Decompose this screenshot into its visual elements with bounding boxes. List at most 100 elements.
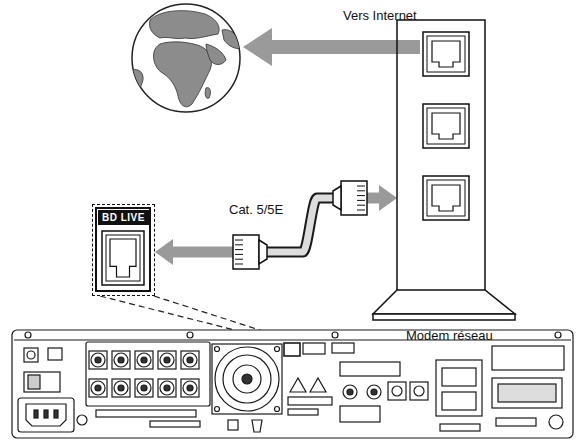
- receiver-back-panel-part: [233, 365, 261, 393]
- continents-part: [222, 30, 241, 49]
- receiver-back-panel-part: [25, 332, 31, 338]
- receiver-back-panel-part: [442, 392, 476, 410]
- receiver-back-panel-part: [555, 332, 561, 338]
- rj45-socket: [102, 231, 144, 285]
- receiver-back-panel-part: [275, 407, 280, 412]
- receiver-back-panel-part: [367, 385, 381, 399]
- plug-contact: [357, 190, 365, 191]
- rj45-plug: [341, 181, 367, 215]
- receiver-back-panel-part: [242, 374, 252, 384]
- receiver-back-panel-part: [340, 406, 380, 422]
- receiver-back-panel-part: [332, 332, 338, 338]
- modem-port-frame: [423, 176, 469, 220]
- network-port-box: BD LIVE: [92, 204, 155, 296]
- receiver-back-panel-part: [275, 347, 280, 352]
- plug-contact: [357, 210, 365, 211]
- plug-contact: [357, 195, 365, 196]
- modem-foot: [373, 314, 515, 320]
- receiver-back-panel-part: [183, 353, 197, 367]
- receiver-back-panel-part: [77, 415, 87, 425]
- modem-port-opening: [432, 113, 460, 139]
- receiver-back-panel-part: [252, 420, 262, 432]
- receiver-back-panel-part: [183, 381, 197, 395]
- receiver-back-panel-part: [89, 351, 107, 369]
- receiver-back-panel-part: [228, 420, 238, 430]
- plug-contact: [235, 254, 243, 255]
- receiver-back-panel-part: [137, 353, 151, 367]
- receiver-back-panel-part: [343, 385, 357, 399]
- continents-part: [206, 44, 226, 65]
- receiver-back-panel-part: [27, 351, 35, 359]
- receiver-back-panel-part: [112, 379, 130, 397]
- network-cable: [173, 181, 379, 269]
- modem-port: [423, 104, 469, 148]
- receiver-back-panel-part: [549, 415, 563, 429]
- receiver-back-panel-part: [496, 418, 536, 426]
- receiver-back-panel-part: [114, 353, 128, 367]
- receiver-back-panel-part: [89, 379, 107, 397]
- receiver-back-panel-part: [492, 346, 564, 370]
- continents-part: [205, 88, 210, 99]
- receiver-back-panel-part: [91, 353, 105, 367]
- connector-arrow: [367, 193, 379, 204]
- receiver-back-panel-part: [48, 348, 62, 360]
- plug-contact: [235, 264, 243, 265]
- continents: [131, 11, 241, 107]
- modem-port-frame: [423, 104, 469, 148]
- receiver-back-panel-part: [24, 372, 60, 392]
- receiver-back-panel-part: [44, 410, 48, 418]
- receiver-back-panel-part: [160, 381, 174, 395]
- continents-part: [131, 69, 143, 100]
- rj45-opening: [110, 239, 136, 277]
- receiver-back-panel-part: [440, 424, 480, 431]
- continents-part: [153, 42, 211, 107]
- globe: [131, 4, 241, 112]
- plug-contact: [235, 240, 243, 241]
- receiver-back-panel-part: [135, 351, 153, 369]
- receiver-back-panel-part: [223, 355, 271, 403]
- plug-contact: [235, 249, 243, 250]
- receiver-back-panel-part: [284, 343, 300, 356]
- receiver-back-panel-part: [18, 398, 74, 432]
- receiver-back-panel-part: [290, 378, 306, 392]
- rj45-socket-inner: [106, 235, 140, 281]
- receiver-back-panel-part: [436, 360, 482, 416]
- receiver-back-panel-part: [410, 382, 428, 400]
- receiver-back-panel-part: [303, 343, 325, 354]
- rj45-plug: [233, 235, 259, 269]
- plug-contact: [357, 200, 365, 201]
- modem-port-inner: [427, 180, 465, 216]
- receiver-back-panel-part: [150, 421, 200, 427]
- receiver-back-panel-part: [95, 357, 101, 363]
- modem-port-inner: [427, 36, 465, 72]
- receiver-back-panel-part: [141, 357, 147, 363]
- receiver-back-panel-part: [141, 385, 147, 391]
- receiver-back-panel-part: [392, 386, 402, 396]
- receiver-back-panel-part: [187, 357, 193, 363]
- plug-boot: [259, 240, 267, 264]
- receiver-back-panel-part: [158, 379, 176, 397]
- connector-arrow: [173, 247, 233, 258]
- annotation-label: Vers Internet: [343, 8, 417, 24]
- plug-boot: [333, 186, 341, 210]
- receiver-back-panel-part: [181, 351, 199, 369]
- device-label: Modem réseau: [406, 328, 493, 344]
- receiver-back-panel-part: [371, 389, 377, 395]
- receiver-back-panel-part: [95, 385, 101, 391]
- receiver-back-panel-part: [164, 357, 170, 363]
- receiver-back-panel-part: [54, 410, 58, 418]
- globe-outline: [132, 4, 240, 112]
- receiver-back-panel-part: [24, 348, 38, 362]
- modem-tower: [397, 20, 485, 290]
- port-heading: BD LIVE: [98, 210, 149, 225]
- plug-contact: [357, 205, 365, 206]
- modem-box: Modem réseau: [397, 20, 485, 290]
- receiver-back-panel-part: [187, 332, 193, 338]
- receiver-back-panel-part: [34, 410, 38, 418]
- modem-port-opening: [432, 185, 460, 211]
- receiver-back-panel-part: [332, 343, 354, 353]
- internet-arrow: [243, 28, 420, 66]
